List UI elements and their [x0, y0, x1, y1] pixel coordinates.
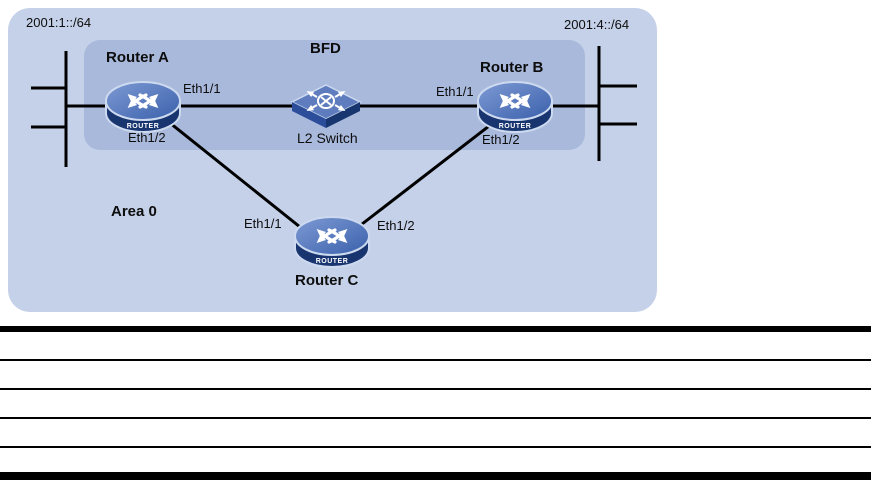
router-b-name: Router B [480, 59, 544, 76]
router-a-icon: ROUTER [106, 82, 180, 132]
router-b-if1-label: Eth1/1 [436, 84, 474, 99]
l2-switch-label: L2 Switch [297, 130, 358, 146]
router-c-if2-label: Eth1/2 [377, 218, 415, 233]
table-row [0, 448, 871, 472]
table-row [0, 361, 871, 390]
router-c-badge: ROUTER [316, 258, 349, 265]
table-row [0, 390, 871, 419]
router-a-name: Router A [106, 49, 169, 66]
router-c-name: Router C [295, 272, 359, 289]
router-c-icon: ROUTER [295, 217, 369, 267]
router-a-if2-label: Eth1/2 [128, 130, 166, 145]
router-c-if1-label: Eth1/1 [244, 216, 282, 231]
router-a-badge: ROUTER [127, 123, 160, 130]
link-b-c [343, 114, 503, 240]
switch-glyph [306, 91, 346, 111]
link-a-c [159, 113, 316, 241]
area-label: Area 0 [111, 203, 157, 220]
router-b-badge: ROUTER [499, 123, 532, 130]
router-a-if1-label: Eth1/1 [183, 81, 221, 96]
document-table [0, 326, 871, 480]
subnet-label-right: 2001:4::/64 [564, 17, 630, 32]
l2-switch-icon [290, 84, 362, 128]
subnet-label-left: 2001:1::/64 [26, 15, 92, 30]
router-b-if2-label: Eth1/2 [482, 132, 520, 147]
bfd-label: BFD [310, 40, 341, 57]
router-b-icon: ROUTER [478, 82, 552, 132]
table-row [0, 419, 871, 448]
table-row [0, 332, 871, 361]
